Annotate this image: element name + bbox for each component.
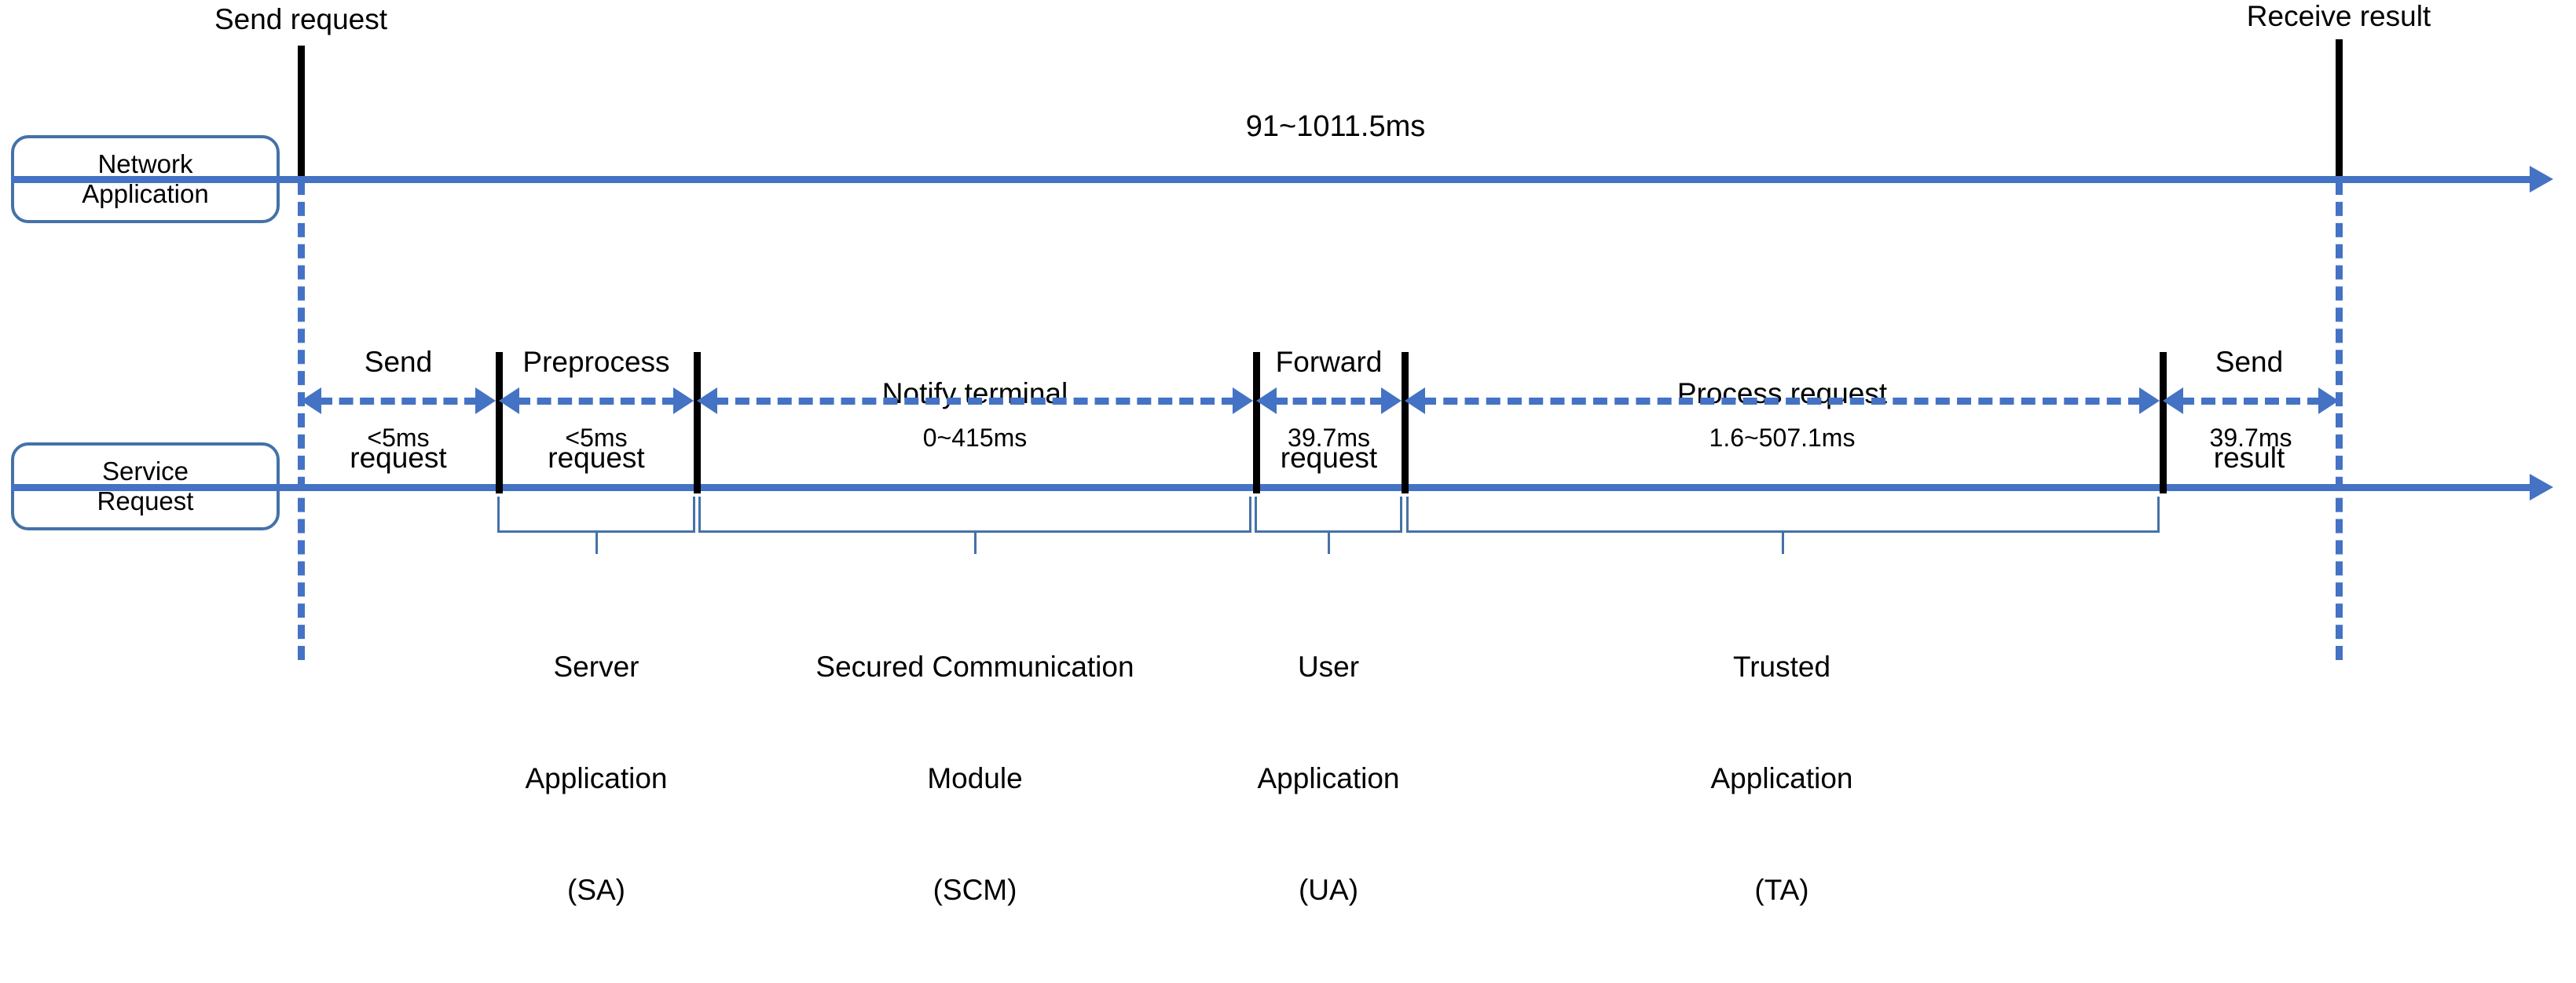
group-label-ua-line1: User bbox=[1297, 650, 1360, 683]
group-brace-secured-communication-module bbox=[698, 497, 1251, 554]
segment-measure-forward-request bbox=[1256, 387, 1402, 414]
arrowhead-right-icon bbox=[2318, 387, 2339, 414]
measure-bar bbox=[1273, 398, 1384, 405]
segment-title-send-result: Send result bbox=[2163, 283, 2336, 539]
group-label-user-application: User Application (UA) bbox=[1211, 574, 1446, 983]
arrowhead-left-icon bbox=[499, 387, 519, 414]
guide-line-end bbox=[2336, 181, 2343, 660]
group-brace-server-application bbox=[497, 497, 695, 554]
brace-right-edge bbox=[1400, 497, 1402, 533]
segment-duration-send-result: 39.7ms bbox=[2209, 424, 2292, 452]
brace-stem bbox=[595, 530, 598, 554]
segment-measure-send-result bbox=[2163, 387, 2339, 414]
arrowhead-right-icon bbox=[673, 387, 694, 414]
group-label-trusted-application: Trusted Application (TA) bbox=[1664, 574, 1900, 983]
group-label-scm-line3: (SCM) bbox=[933, 873, 1017, 906]
brace-stem bbox=[1782, 530, 1784, 554]
arrowhead-left-icon bbox=[1405, 387, 1425, 414]
timeline-diagram: Send request Receive result Network Appl… bbox=[11, 0, 2553, 906]
group-label-ua-line2: Application bbox=[1257, 761, 1400, 794]
segment-title-forward-request-line1: Forward bbox=[1275, 346, 1383, 379]
arrowhead-right-icon bbox=[475, 387, 496, 414]
group-label-ta-line3: (TA) bbox=[1754, 873, 1809, 906]
arrowhead-left-icon bbox=[301, 387, 321, 414]
group-label-ua-line3: (UA) bbox=[1298, 873, 1359, 906]
segment-measure-notify-terminal bbox=[697, 387, 1253, 414]
group-brace-trusted-application bbox=[1406, 497, 2160, 554]
group-label-ta-line1: Trusted bbox=[1732, 650, 1831, 683]
brace-stem bbox=[974, 530, 977, 554]
segment-title-send-request-line1: Send bbox=[364, 346, 433, 379]
segment-title-send-request-line2: request bbox=[350, 442, 447, 475]
brace-left-edge bbox=[698, 497, 701, 533]
lane-label-network-line1: Network bbox=[97, 149, 193, 179]
measure-bar bbox=[318, 398, 478, 405]
segment-tick-2 bbox=[694, 352, 701, 493]
group-label-scm-line1: Secured Communication bbox=[815, 650, 1134, 683]
arrowhead-right-icon bbox=[1233, 387, 1253, 414]
segment-tick-5 bbox=[2160, 352, 2167, 493]
group-label-ta-line2: Application bbox=[1710, 761, 1853, 794]
segment-title-send-request: Send request bbox=[301, 283, 496, 539]
segment-measure-send-request bbox=[301, 387, 496, 414]
segment-title-preprocess-request: Preprocess request bbox=[499, 283, 694, 539]
segment-duration-forward-request: 39.7ms bbox=[1288, 424, 1370, 452]
lane-label-network-line2: Application bbox=[82, 179, 209, 208]
timeline-axis-service bbox=[11, 484, 2533, 491]
arrowhead-right-icon bbox=[1381, 387, 1402, 414]
segment-duration-notify-terminal: 0~415ms bbox=[922, 424, 1028, 452]
segment-title-forward-request-line2: request bbox=[1280, 442, 1378, 475]
lane-label-service-line1: Service bbox=[101, 457, 189, 486]
segment-measure-process-request bbox=[1405, 387, 2160, 414]
timeline-axis-network bbox=[11, 176, 2533, 183]
measure-bar bbox=[516, 398, 676, 405]
group-brace-user-application bbox=[1255, 497, 1402, 554]
event-label-receive-result: Receive result bbox=[2246, 0, 2431, 32]
group-label-secured-communication-module: Secured Communication Module (SCM) bbox=[700, 574, 1250, 983]
segment-tick-1 bbox=[496, 352, 503, 493]
timeline-axis-service-arrowhead bbox=[2530, 474, 2553, 501]
timeline-axis-network-arrowhead bbox=[2530, 166, 2553, 193]
group-label-sa-line2: Application bbox=[525, 761, 668, 794]
brace-left-edge bbox=[1255, 497, 1257, 533]
segment-tick-4 bbox=[1402, 352, 1409, 493]
group-label-server-application: Server Application (SA) bbox=[478, 574, 714, 983]
segment-duration-send-request: <5ms bbox=[367, 424, 430, 452]
segment-duration-process-request: 1.6~507.1ms bbox=[1709, 424, 1856, 452]
segment-title-preprocess-request-line1: Preprocess bbox=[522, 346, 670, 379]
brace-right-edge bbox=[2157, 497, 2160, 533]
lane-label-service-line2: Request bbox=[97, 486, 194, 515]
measure-bar bbox=[1422, 398, 2142, 405]
segment-title-forward-request: Forward request bbox=[1256, 283, 1402, 539]
brace-right-edge bbox=[1249, 497, 1251, 533]
event-tick-receive-result bbox=[2336, 39, 2343, 185]
group-label-sa-line1: Server bbox=[553, 650, 639, 683]
group-label-sa-line3: (SA) bbox=[567, 873, 625, 906]
brace-left-edge bbox=[497, 497, 500, 533]
arrowhead-left-icon bbox=[697, 387, 717, 414]
segment-title-preprocess-request-line2: request bbox=[548, 442, 645, 475]
arrowhead-right-icon bbox=[2139, 387, 2160, 414]
segment-title-send-result-line2: result bbox=[2213, 442, 2285, 475]
segment-title-send-result-line1: Send bbox=[2215, 346, 2284, 379]
event-label-send-request: Send request bbox=[214, 3, 388, 35]
brace-left-edge bbox=[1406, 497, 1409, 533]
guide-line-start bbox=[298, 181, 305, 660]
segment-measure-preprocess-request bbox=[499, 387, 694, 414]
brace-stem bbox=[1328, 530, 1330, 554]
total-duration-label: 91~1011.5ms bbox=[1245, 110, 1426, 143]
segment-duration-preprocess-request: <5ms bbox=[565, 424, 628, 452]
brace-right-edge bbox=[693, 497, 695, 533]
measure-bar bbox=[2180, 398, 2321, 405]
segment-tick-3 bbox=[1253, 352, 1260, 493]
group-label-scm-line2: Module bbox=[927, 761, 1023, 794]
arrowhead-left-icon bbox=[1256, 387, 1277, 414]
arrowhead-left-icon bbox=[2163, 387, 2183, 414]
event-tick-send-request bbox=[298, 46, 305, 185]
measure-bar bbox=[714, 398, 1236, 405]
